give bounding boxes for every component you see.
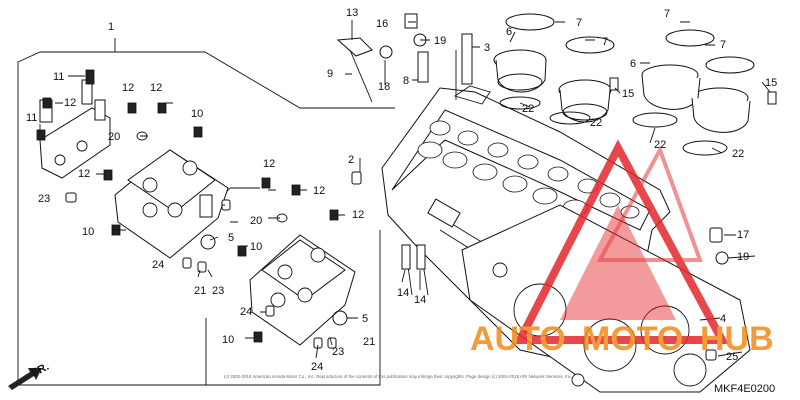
callout-24b: 24 [240, 306, 252, 318]
callout-1: 1 [108, 21, 114, 33]
callout-7c: 7 [664, 8, 670, 20]
callout-5b: 5 [362, 313, 368, 325]
camshaft-holder-top-left [39, 79, 111, 179]
callout-12d: 12 [78, 168, 90, 180]
spark-plug-area [336, 13, 777, 361]
callout-7a: 7 [576, 17, 582, 29]
callout-7b: 7 [602, 36, 608, 48]
front-direction-arrow: FR. [8, 361, 51, 390]
callout-19b: 19 [737, 251, 749, 263]
callout-12b: 12 [122, 82, 134, 94]
camshaft-holder-lower [249, 234, 356, 346]
callout-21b: 21 [363, 336, 375, 348]
callout-19a: 19 [434, 35, 446, 47]
callout-12c: 12 [150, 82, 162, 94]
callout-12e: 12 [263, 158, 275, 170]
copyright-text: (c) 2002-2018 American Honda Motor Co., … [224, 374, 572, 379]
watermark-auto: AUTO [470, 320, 566, 358]
callout-12a: 12 [64, 97, 76, 109]
callout-22c: 22 [654, 139, 666, 151]
callout-10b: 10 [82, 226, 94, 238]
callout-10d: 10 [222, 334, 234, 346]
callout-9: 9 [327, 68, 333, 80]
diagram-code: MKF4E0200 [714, 383, 775, 395]
callout-11a: 11 [53, 71, 64, 83]
callout-16: 16 [376, 18, 388, 30]
callout-3: 3 [484, 42, 490, 54]
callout-20b: 20 [250, 215, 262, 227]
watermark-hub: HUB [700, 320, 774, 358]
callout-22b: 22 [590, 117, 602, 129]
fr-label: FR. [30, 361, 51, 380]
callout-6b: 6 [630, 58, 636, 70]
callout-18: 18 [378, 81, 390, 93]
callout-15b: 15 [765, 77, 777, 89]
callout-12f: 12 [313, 185, 325, 197]
callout-5a: 5 [228, 232, 234, 244]
callout-labels: 1 2 3 4 5 5 6 6 7 7 7 7 8 9 10 10 10 10 … [26, 7, 777, 373]
callout-23c: 23 [332, 346, 344, 358]
callout-21a: 21 [194, 285, 206, 297]
callout-2: 2 [348, 154, 354, 166]
callout-6a: 6 [506, 26, 512, 38]
callout-14b: 14 [414, 294, 426, 306]
callout-23b: 23 [212, 285, 224, 297]
callout-10a: 10 [191, 108, 203, 120]
callout-23a: 23 [38, 193, 50, 205]
callout-14a: 14 [397, 287, 409, 299]
callout-15a: 15 [622, 88, 634, 100]
callout-11b: 11 [26, 112, 37, 124]
callout-20a: 20 [108, 131, 120, 143]
intake-insulators [493, 13, 755, 156]
callout-24c: 24 [311, 361, 323, 373]
callout-22d: 22 [732, 148, 744, 160]
callout-17: 17 [737, 229, 749, 241]
callout-13: 13 [346, 7, 358, 19]
callout-8: 8 [403, 75, 409, 87]
callout-25: 25 [726, 351, 738, 363]
callout-10c: 10 [250, 241, 262, 253]
callout-7d: 7 [720, 39, 726, 51]
callout-12g: 12 [352, 209, 364, 221]
callout-22a: 22 [522, 103, 534, 115]
head-gasket [461, 204, 751, 393]
watermark-moto: MOTO [582, 320, 683, 358]
callout-4: 4 [720, 313, 726, 325]
callout-24a: 24 [152, 259, 164, 271]
camshaft-holder-middle [114, 149, 229, 259]
watermark: AUTO MOTO HUB [470, 139, 774, 358]
